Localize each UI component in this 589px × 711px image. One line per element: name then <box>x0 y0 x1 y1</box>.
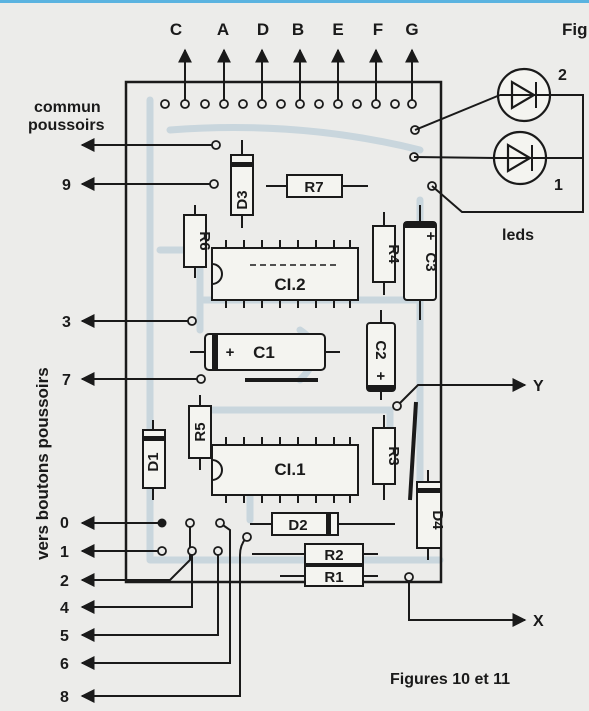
d3-label: D3 <box>234 190 251 209</box>
commun-label-line1: commun <box>34 99 101 116</box>
pin-label-1: 1 <box>60 544 69 561</box>
c3-label: C3 <box>422 252 439 271</box>
r2-label: R2 <box>324 547 343 564</box>
pin-label-8: 8 <box>60 689 69 706</box>
c1-label: C1 <box>253 343 275 362</box>
pin-label-2: 2 <box>60 573 69 590</box>
ic-ci2: CI.2 <box>211 240 359 308</box>
ci1-label: CI.1 <box>274 460 305 479</box>
r5-label: R5 <box>192 422 209 441</box>
board-outline <box>124 80 443 584</box>
capacitor-c3: C3 + <box>403 205 439 320</box>
ci2-label: CI.2 <box>274 275 305 294</box>
pin-label-5: 5 <box>60 628 69 645</box>
connector-label-f: F <box>373 20 383 39</box>
pin-label-9: 9 <box>62 177 71 194</box>
diode-d4: D4 <box>416 470 446 560</box>
c2-label: C2 <box>372 340 389 359</box>
r6-label: R6 <box>196 231 213 250</box>
resistor-r7: R7 <box>266 174 368 198</box>
y-arrow <box>397 378 527 406</box>
resistor-r2: R2 <box>252 543 378 565</box>
led-wires <box>413 94 584 213</box>
r3-label: R3 <box>385 446 402 465</box>
connector-label-b: B <box>292 20 304 39</box>
x-label: X <box>533 613 544 630</box>
led-2: 2 <box>496 67 567 123</box>
c1-plus: + <box>226 344 235 361</box>
led-1: 1 <box>492 130 563 194</box>
resistor-r1: R1 <box>280 565 378 587</box>
leds-label: leds <box>502 227 534 244</box>
header-line <box>0 0 589 3</box>
top-connectors: C A D B E F G <box>170 20 419 103</box>
pin-label-3: 3 <box>62 314 71 331</box>
pin-arrow-5 <box>80 551 219 642</box>
c2-plus: + <box>372 372 389 381</box>
vertical-label: vers boutons poussoirs <box>33 367 52 560</box>
capacitor-c1: C1 + <box>190 333 340 382</box>
y-label: Y <box>533 378 544 395</box>
diode-symbol-icon <box>506 143 533 173</box>
d2-label: D2 <box>288 517 307 534</box>
r7-label: R7 <box>304 179 323 196</box>
pin-arrow-4 <box>80 551 193 614</box>
pin-arrow-6 <box>80 522 231 670</box>
pin-arrow-2 <box>80 523 191 587</box>
commun-label-line2: poussoirs <box>28 117 105 134</box>
pin-label-0: 0 <box>60 515 69 532</box>
r4-label: R4 <box>385 244 402 264</box>
resistor-r3: R3 <box>372 415 402 500</box>
d1-label: D1 <box>145 452 162 471</box>
pin-label-7: 7 <box>62 372 71 389</box>
c3-plus: + <box>422 232 439 241</box>
resistor-r5: R5 <box>188 395 212 470</box>
diode-d3: D3 <box>230 140 254 228</box>
r1-label: R1 <box>324 569 343 586</box>
ic-ci1: CI.1 <box>211 437 359 503</box>
connector-label-d: D <box>257 20 269 39</box>
figure-caption: Figures 10 et 11 <box>390 671 510 688</box>
diode-d2: D2 <box>250 512 395 536</box>
connector-label-a: A <box>217 20 229 39</box>
resistor-r6: R6 <box>183 205 213 278</box>
left-pins: 9 3 7 0 1 2 4 5 6 8 <box>60 177 252 706</box>
diode-symbol-icon <box>510 80 537 110</box>
pin-label-6: 6 <box>60 656 69 673</box>
top-pad-row <box>160 99 437 191</box>
led-2-number: 2 <box>558 67 567 84</box>
connector-label-g: G <box>405 20 418 39</box>
led-1-number: 1 <box>554 177 563 194</box>
resistor-r4: R4 <box>372 212 402 295</box>
connector-label-c: C <box>170 20 182 39</box>
connector-label-e: E <box>332 20 343 39</box>
x-arrow <box>408 578 527 627</box>
diode-d1: D1 <box>142 420 166 500</box>
d4-label: D4 <box>429 510 446 530</box>
capacitor-c2: C2 + <box>366 310 396 400</box>
figure-corner-label: Fig <box>562 20 588 39</box>
pin-label-4: 4 <box>60 600 69 617</box>
wire-bridge <box>408 401 418 501</box>
